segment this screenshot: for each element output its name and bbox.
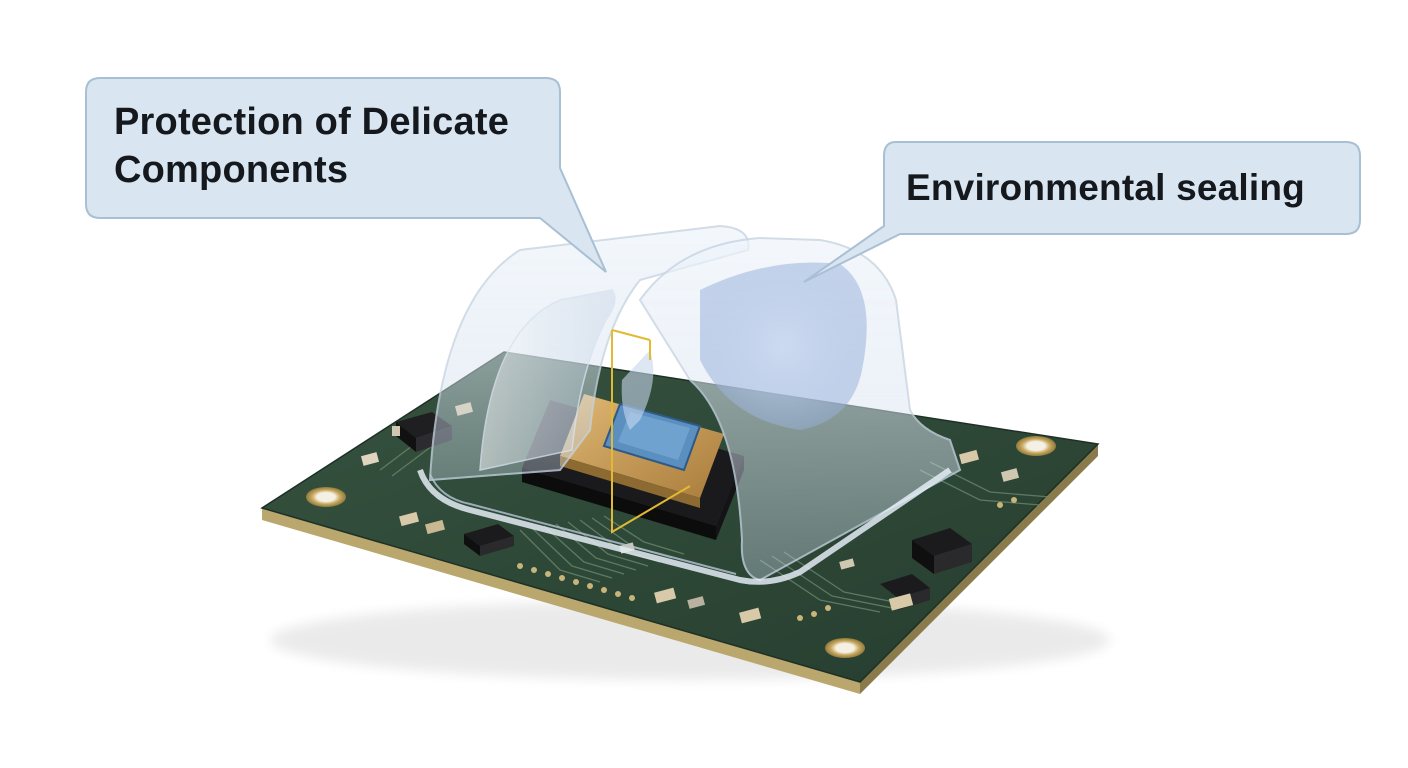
callout-right-label: Environmental sealing (906, 167, 1305, 208)
pcb-vias (517, 497, 1017, 621)
mounting-hole-icon (1016, 436, 1056, 456)
callout-left-label: Protection of Delicate Components (114, 98, 509, 194)
smd-component-icon (464, 524, 514, 556)
callout-left-line1: Protection of Delicate (114, 101, 510, 143)
mounting-holes (306, 436, 1056, 658)
transparent-enclosure (417, 224, 962, 585)
mounting-hole-icon (306, 487, 346, 507)
mounting-hole-icon (825, 638, 865, 658)
callout-left-line2: Components (114, 149, 349, 191)
smd-component-icon (912, 528, 972, 574)
smd-components (360, 402, 1020, 624)
callout-left (85, 77, 607, 273)
highlight-lines (611, 329, 691, 534)
callout-right (803, 141, 1361, 283)
